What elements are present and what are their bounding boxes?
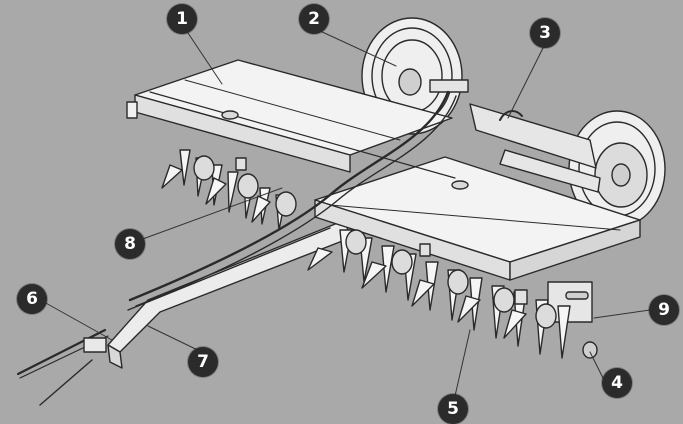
left-tines	[161, 149, 297, 231]
callout-4: 4	[602, 368, 632, 398]
callout-8: 8	[115, 229, 145, 259]
callout-1: 1	[167, 4, 197, 34]
callout-2: 2	[299, 4, 329, 34]
callout-7: 7	[188, 347, 218, 377]
callout-6: 6	[17, 284, 47, 314]
callout-3: 3	[530, 18, 560, 48]
callout-5: 5	[438, 394, 468, 424]
right-tines	[307, 229, 571, 359]
callout-9: 9	[649, 295, 679, 325]
